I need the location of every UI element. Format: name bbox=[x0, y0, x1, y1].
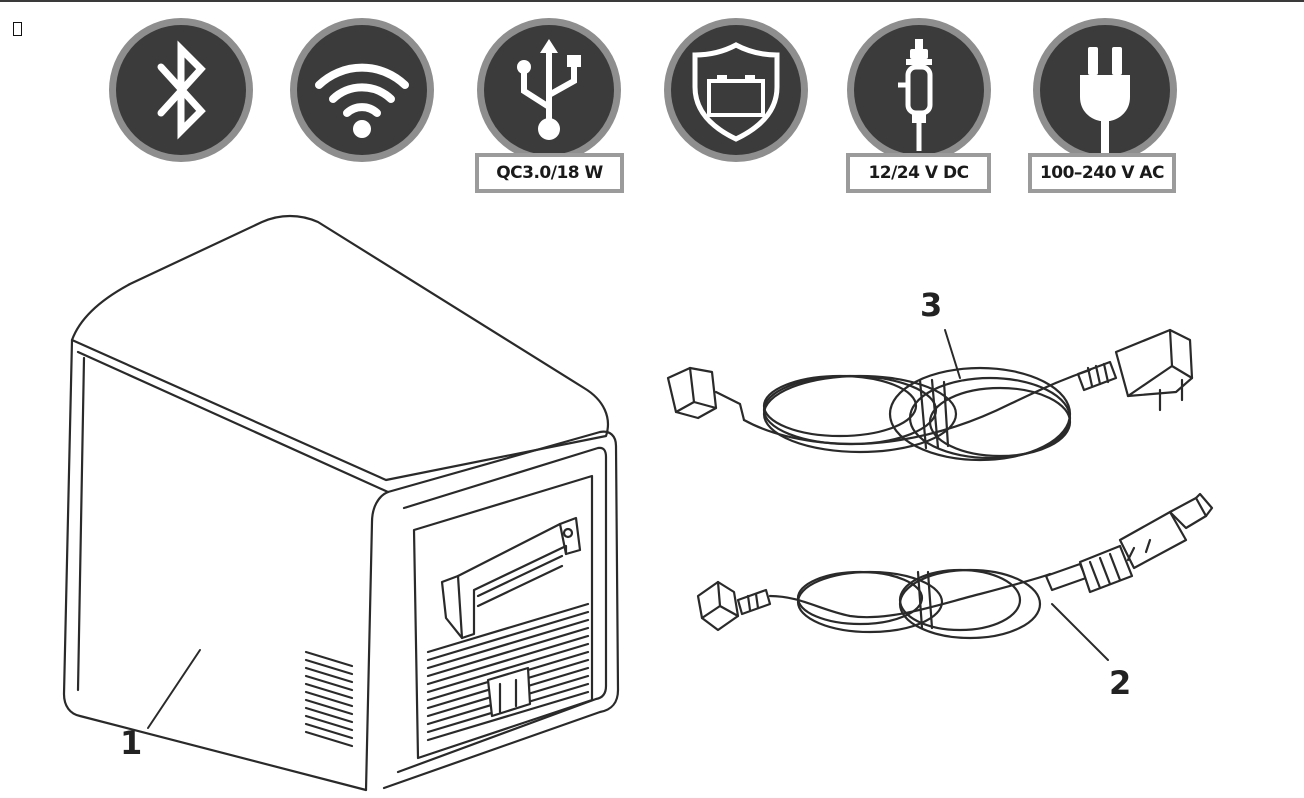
battery-protection-icon bbox=[664, 18, 808, 162]
usb-icon bbox=[477, 18, 621, 162]
wifi-icon bbox=[290, 18, 434, 162]
dc-spec-label: 12/24 V DC bbox=[846, 153, 991, 193]
top-rule bbox=[0, 0, 1304, 2]
callout-3: 3 bbox=[920, 286, 943, 324]
ac-cable bbox=[666, 328, 1194, 462]
car-plug-icon bbox=[847, 18, 991, 162]
ac-plug-icon bbox=[1033, 18, 1177, 162]
power-station-unit bbox=[62, 214, 620, 792]
callout-2: 2 bbox=[1109, 664, 1132, 702]
dc-cable bbox=[696, 492, 1214, 640]
usb-spec-label: QC3.0/18 W bbox=[475, 153, 624, 193]
bluetooth-icon bbox=[109, 18, 253, 162]
callout-1: 1 bbox=[120, 724, 143, 762]
ac-spec-label: 100–240 V AC bbox=[1028, 153, 1176, 193]
corner-glyph bbox=[13, 22, 22, 36]
